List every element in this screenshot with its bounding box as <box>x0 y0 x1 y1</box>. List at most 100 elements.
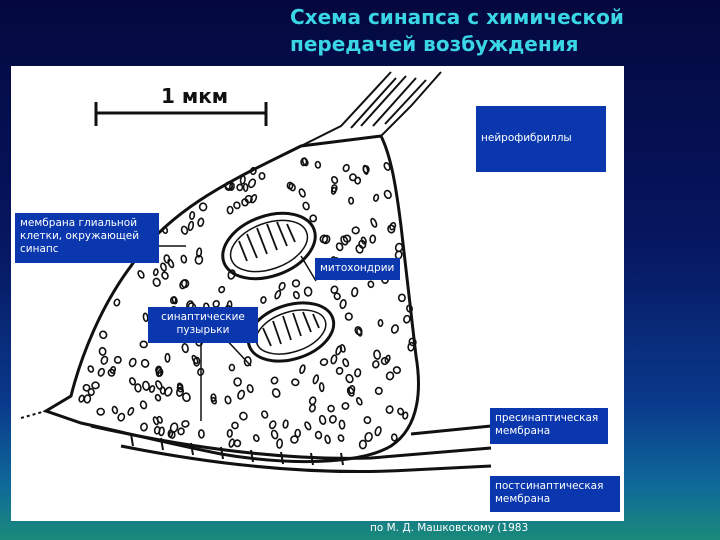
vesicle <box>373 349 382 360</box>
vesicle <box>319 358 329 366</box>
vesicle <box>161 226 169 234</box>
vesicle <box>137 270 145 279</box>
vesicle <box>191 354 199 365</box>
vesicle <box>152 268 159 277</box>
synapse-drawing <box>20 71 492 474</box>
vesicle <box>327 404 335 413</box>
vesicle <box>243 356 252 367</box>
vesicle <box>239 175 246 185</box>
vesicle <box>374 386 383 395</box>
vesicle <box>140 358 150 368</box>
vesicle <box>180 254 188 264</box>
vesicle <box>274 289 282 300</box>
vesicle <box>374 426 382 437</box>
vesicle <box>113 355 122 364</box>
synaptic-vesicles <box>78 157 417 450</box>
source-credit: по М. Д. Машковскому (1983 <box>370 522 529 534</box>
vesicle <box>291 279 301 288</box>
vesicle <box>236 183 244 192</box>
vesicle <box>226 429 233 438</box>
postsynaptic-density <box>130 433 344 466</box>
vesicle <box>390 433 398 442</box>
vesicle <box>270 429 279 440</box>
vesicle <box>276 438 284 449</box>
slide-title: Схема синапса с химической передачей воз… <box>290 4 624 58</box>
vesicle <box>152 416 159 426</box>
vesicle <box>210 396 218 405</box>
vesicle <box>218 285 226 294</box>
vesicle <box>87 388 95 396</box>
vesicle <box>246 384 254 394</box>
vesicle <box>330 184 338 193</box>
vesicle <box>96 407 105 416</box>
vesicle <box>194 254 204 265</box>
vesicle <box>288 182 296 192</box>
vesicle <box>282 419 289 429</box>
vesicle <box>258 172 266 180</box>
vesicle <box>177 427 185 436</box>
vesicle <box>241 198 249 207</box>
vesicle <box>100 355 109 365</box>
vesicle <box>224 181 233 190</box>
vesicle <box>348 385 356 395</box>
vesicle <box>309 214 318 223</box>
vesicle <box>354 368 362 378</box>
vesicle <box>117 412 126 422</box>
vesicle <box>340 235 349 246</box>
vesicle <box>330 354 338 365</box>
vesicle <box>260 296 267 304</box>
vesicle <box>180 279 190 289</box>
vesicle <box>128 357 137 368</box>
vesicle <box>270 376 279 385</box>
vesicle <box>397 407 405 416</box>
vesicle <box>389 221 397 231</box>
vesicle <box>348 196 355 205</box>
vesicle <box>233 201 241 210</box>
vesicle <box>304 421 312 431</box>
vesicle <box>392 366 402 375</box>
synaptic-bouton-outline <box>42 134 420 464</box>
vesicle <box>308 403 316 413</box>
vesicle <box>354 326 363 336</box>
vesicle <box>298 188 306 198</box>
vesicle <box>233 377 242 387</box>
vesicle <box>142 380 150 391</box>
vesicle <box>330 186 337 195</box>
vesicle <box>299 364 306 375</box>
vesicle <box>335 242 344 252</box>
label-presynaptic-membrane: пресинаптическая мембрана <box>490 408 608 444</box>
vesicle <box>164 352 171 363</box>
label-neurofibrils-text: нейрофибриллы <box>481 132 572 144</box>
vesicle <box>324 434 331 445</box>
vesicle <box>153 425 161 435</box>
vesicle <box>176 386 184 397</box>
vesicle <box>91 381 100 390</box>
vesicle <box>155 365 163 374</box>
label-mitochondria: митохондрии <box>315 258 400 280</box>
vesicle <box>226 205 234 215</box>
vesicle <box>134 383 142 393</box>
synapse-diagram-panel: 1 мкм нейрофибриллы мембрана глиальной к… <box>11 66 624 521</box>
vesicle <box>345 373 354 384</box>
vesicle <box>403 314 411 324</box>
vesicle <box>385 405 394 414</box>
vesicle <box>249 166 257 176</box>
vesicle <box>383 162 391 171</box>
label-postsynaptic-membrane-text: постсинаптическая мембрана <box>495 480 604 505</box>
vesicle <box>330 175 339 185</box>
vesicle <box>111 405 119 415</box>
vesicle <box>97 367 106 377</box>
vesicle <box>312 374 320 385</box>
vesicle <box>407 341 415 352</box>
vesicle <box>271 388 281 398</box>
vesicle <box>113 298 121 307</box>
vesicle <box>197 429 205 439</box>
vesicle <box>127 407 135 416</box>
vesicle <box>351 287 359 298</box>
glial-edge <box>20 410 47 419</box>
synaptic-membranes <box>90 424 492 474</box>
vesicle <box>328 414 337 424</box>
vesicle <box>180 225 189 235</box>
vesicle <box>198 202 208 212</box>
mitochondrion-upper <box>221 211 317 281</box>
